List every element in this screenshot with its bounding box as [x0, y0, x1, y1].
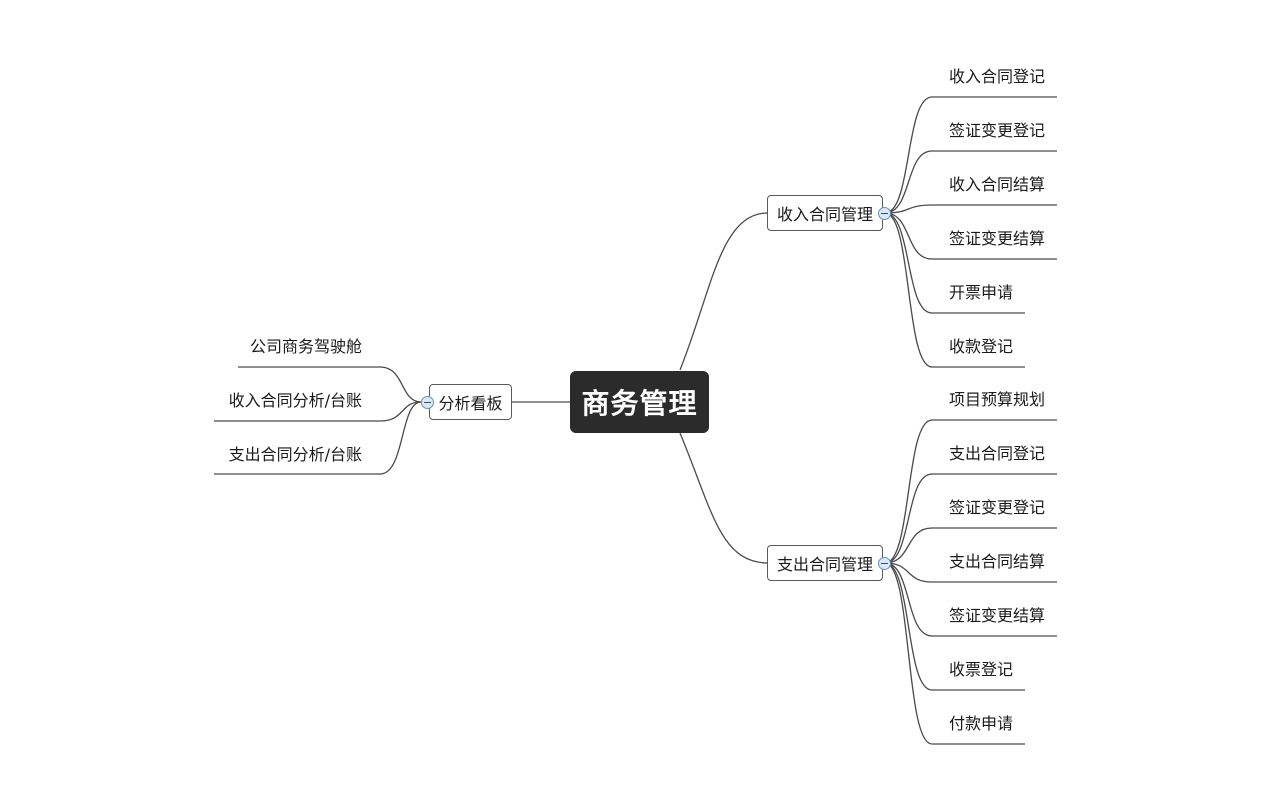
- minus-circle-icon[interactable]: [878, 207, 891, 220]
- root-node[interactable]: 商务管理: [570, 371, 709, 433]
- connector-income-2: [884, 150, 1057, 214]
- leaf-expense-5[interactable]: 签证变更结算: [949, 606, 1046, 625]
- connector-income-5: [884, 212, 1025, 314]
- connector-analysis-2: [214, 401, 422, 422]
- connector-expense-7: [884, 562, 1025, 745]
- leaf-expense-2[interactable]: 支出合同登记: [949, 444, 1046, 463]
- leaf-expense-3[interactable]: 签证变更登记: [949, 498, 1046, 517]
- leaf-expense-1[interactable]: 项目预算规划: [949, 390, 1046, 409]
- connector-expense-1: [884, 419, 1057, 564]
- connector-expense-6: [884, 562, 1025, 691]
- minus-circle-icon[interactable]: [421, 396, 434, 409]
- connector-expense-2: [884, 473, 1057, 564]
- leaf-expense-6[interactable]: 收票登记: [949, 660, 1014, 679]
- leaf-income-5[interactable]: 开票申请: [949, 283, 1014, 302]
- leaf-income-6[interactable]: 收款登记: [949, 337, 1014, 356]
- leaf-expense-7[interactable]: 付款申请: [949, 714, 1014, 733]
- connector-root-expense: [679, 432, 768, 564]
- connector-expense-5: [884, 562, 1057, 637]
- branch-node-analysis[interactable]: 分析看板: [429, 384, 512, 420]
- connector-analysis-3: [214, 401, 422, 475]
- connector-expense-3: [884, 527, 1057, 564]
- connector-income-4: [884, 212, 1057, 260]
- leaf-analysis-1[interactable]: 公司商务驾驶舱: [249, 337, 362, 356]
- leaf-income-3[interactable]: 收入合同结算: [949, 175, 1046, 194]
- connector-income-6: [884, 212, 1025, 368]
- leaf-expense-4[interactable]: 支出合同结算: [949, 552, 1046, 571]
- leaf-analysis-3[interactable]: 支出合同分析/台账: [228, 445, 362, 464]
- leaf-income-1[interactable]: 收入合同登记: [949, 67, 1046, 86]
- leaf-income-2[interactable]: 签证变更登记: [949, 121, 1046, 140]
- branch-label-analysis: 分析看板: [438, 394, 503, 413]
- root-label: 商务管理: [581, 387, 698, 420]
- connector-expense-4: [884, 562, 1057, 583]
- branch-node-expense[interactable]: 支出合同管理: [767, 545, 883, 581]
- connector-root-income: [679, 212, 768, 371]
- minus-circle-icon[interactable]: [878, 557, 891, 570]
- connector-income-1: [884, 96, 1057, 214]
- branch-label-expense: 支出合同管理: [776, 555, 873, 574]
- connector-income-3: [884, 204, 1057, 214]
- branch-label-income: 收入合同管理: [776, 205, 873, 224]
- leaf-analysis-2[interactable]: 收入合同分析/台账: [228, 391, 362, 410]
- connector-analysis-1: [238, 366, 422, 403]
- leaf-income-4[interactable]: 签证变更结算: [949, 229, 1046, 248]
- branch-node-income[interactable]: 收入合同管理: [767, 195, 883, 231]
